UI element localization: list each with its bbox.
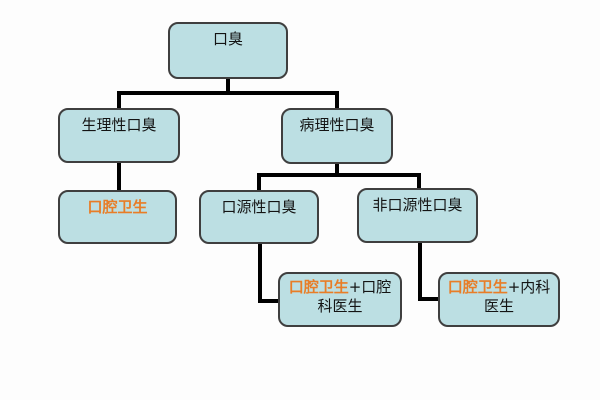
node-oral-origin-label: 口源性口臭 [221, 198, 297, 216]
connector-non-oral-treatment-horizontal [418, 297, 440, 301]
connector-non-oral-treatment-vertical [418, 242, 422, 301]
node-non-oral-origin-bad-breath: 非口源性口臭 [357, 188, 478, 243]
non-oral-treatment-line2: 医生 [483, 297, 514, 315]
connector-drop-physiological [117, 91, 121, 109]
connector-root-stem [226, 78, 230, 94]
non-oral-treatment-highlight: 口腔卫生 [447, 278, 508, 296]
connector-pathological-stem [335, 163, 339, 177]
node-oral-origin-bad-breath: 口源性口臭 [199, 190, 319, 244]
connector-oral-treatment-horizontal [258, 299, 280, 303]
connector-physiological-stem [117, 162, 121, 191]
node-physiological-label: 生理性口臭 [81, 116, 157, 134]
connector-level1-horizontal [117, 91, 339, 95]
connector-drop-non-oral-origin [417, 173, 421, 190]
non-oral-treatment-rest: +内科 [507, 278, 551, 296]
connector-drop-pathological [335, 91, 339, 109]
connector-drop-oral-origin [257, 173, 261, 191]
node-bad-breath: 口臭 [168, 22, 288, 79]
oral-treatment-rest: +口腔 [348, 278, 392, 296]
node-oral-hygiene: 口腔卫生 [58, 190, 177, 244]
node-oral-hygiene-label: 口腔卫生 [87, 198, 148, 216]
oral-treatment-highlight: 口腔卫生 [288, 278, 349, 296]
node-physiological-bad-breath: 生理性口臭 [58, 108, 180, 163]
node-pathological-bad-breath: 病理性口臭 [281, 108, 393, 164]
node-non-oral-origin-label: 非口源性口臭 [372, 196, 463, 214]
connector-oral-treatment-vertical [258, 243, 262, 303]
node-bad-breath-label: 口臭 [212, 30, 243, 48]
oral-treatment-line2: 科医生 [317, 297, 363, 315]
node-oral-origin-treatment: 口腔卫生+口腔 科医生 [278, 272, 402, 327]
node-pathological-label: 病理性口臭 [299, 116, 375, 134]
node-non-oral-origin-treatment: 口腔卫生+内科 医生 [438, 272, 560, 327]
connector-level2-horizontal [257, 173, 421, 177]
